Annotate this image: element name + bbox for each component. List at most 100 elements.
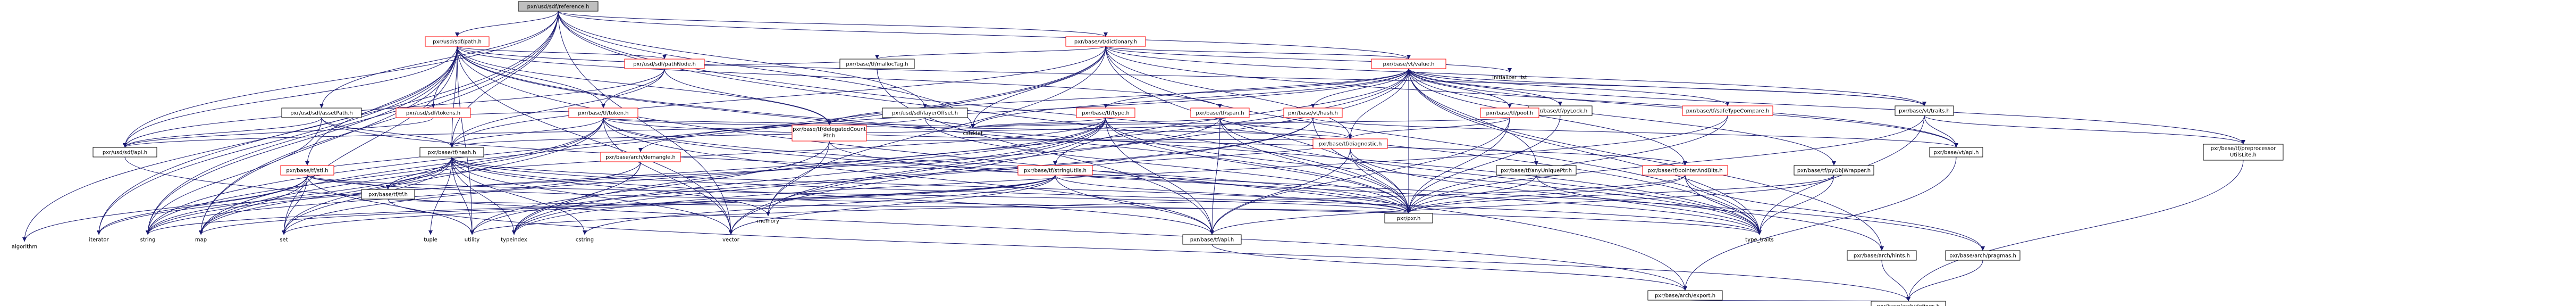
edge-tf_stringUtils_h-to-tf_diagnostic_h (1055, 138, 1352, 176)
edge-tf_stl_h-to-std_utility (307, 175, 474, 235)
edge-tf_pyObjWrapper_h-to-tf_api_h (1210, 175, 1834, 235)
node-tf_safeTypeCompare_h[interactable]: pxr/base/tf/safeTypeCompare.h (1682, 105, 1773, 116)
node-box (1283, 107, 1343, 118)
node-sdf_api_h[interactable]: pxr/usd/sdf/api.h (92, 147, 157, 158)
node-arch_hints_h[interactable]: pxr/base/arch/hints.h (1847, 250, 1917, 261)
edge-vt_value_h-to-std_type_traits (1408, 68, 1762, 235)
edge-vt_value_h-to-std_vector (729, 68, 1409, 235)
edge-vt_traits_h-to-vt_api_h (1924, 115, 1958, 148)
edge-sdf_path_h-to-tf_delegatedCountPtr_h (457, 46, 831, 126)
node-std_algorithm: algorithm (12, 244, 37, 250)
node-tf_api_h[interactable]: pxr/base/tf/api.h (1182, 234, 1242, 245)
edge-sdf_path_h-to-std_algorithm (22, 46, 458, 242)
node-tf_tf_h[interactable]: pxr/base/tf/tf.h (361, 189, 415, 200)
edge-sdf_path_h-to-std_vector (457, 46, 733, 235)
node-tf_diagnostic_h[interactable]: pxr/base/tf/diagnostic.h (1312, 138, 1388, 149)
node-tf_pool_h[interactable]: pxr/base/tf/pool.h (1480, 107, 1539, 118)
node-box (624, 59, 705, 69)
node-tf_anyUniquePtr_h[interactable]: pxr/base/tf/anyUniquePtr.h (1496, 165, 1577, 176)
node-tf_type_h[interactable]: pxr/base/tf/type.h (1076, 107, 1135, 118)
edge-vt_value_h-to-tf_delegatedCountPtr_h (827, 68, 1409, 126)
edge-vt_traits_h-to-tf_preprocessorUtilsLite_h (1924, 115, 2245, 145)
node-label: pxr/usd/sdf/assetPath.h (290, 111, 353, 117)
node-label: pxr/base/tf/pool.h (1486, 111, 1534, 117)
node-arch_defines_h[interactable]: pxr/base/arch/defines.h (1871, 301, 1946, 306)
node-sdf_assetpath_h[interactable]: pxr/usd/sdf/assetPath.h (281, 107, 362, 118)
edge-tf_api_h-to-arch_export_h (1211, 244, 1687, 291)
node-tf_token_h[interactable]: pxr/base/tf/token.h (568, 107, 638, 118)
node-label: pxr/base/tf/preprocessor (2211, 146, 2277, 152)
node-box (600, 152, 681, 162)
edge-vt_value_h-to-tf_safeTypeCompare_h (1408, 68, 1730, 106)
node-vt_hash_h[interactable]: pxr/base/vt/hash.h (1283, 107, 1343, 118)
edge-sdf_pathnode_h-to-tf_delegatedCountPtr_h (664, 68, 831, 126)
edge-tf_hash_h-to-std_type_traits (451, 156, 1762, 235)
node-sdf_path_h[interactable]: pxr/usd/sdf/path.h (425, 36, 490, 47)
node-vt_api_h[interactable]: pxr/base/vt/api.h (1929, 147, 1983, 158)
node-box (1871, 301, 1946, 306)
node-arch_demangle_h[interactable]: pxr/base/arch/demangle.h (600, 152, 681, 162)
node-label: pxr/base/tf/stl.h (286, 168, 328, 174)
node-label: pxr/base/vt/dictionary.h (1074, 39, 1137, 45)
edge-tf_pyObjWrapper_h-to-pxr_h (1407, 175, 1834, 214)
node-box (395, 107, 471, 118)
edge-tf_span_h-to-std_cstddef (971, 117, 1220, 129)
node-tf_hash_h[interactable]: pxr/base/tf/hash.h (419, 147, 484, 158)
node-reference_h[interactable]: pxr/usd/sdf/reference.h (518, 1, 599, 12)
node-pxr_h[interactable]: pxr/pxr.h (1384, 213, 1433, 224)
edge-tf_stringUtils_h-to-std_map (199, 175, 1056, 235)
edge-tf_delegatedCountPtr_h-to-std_utility (470, 140, 830, 235)
edge-vt_dictionary_h-to-vt_traits_h (1105, 46, 1926, 106)
node-label: utility (465, 237, 480, 243)
edge-reference_h-to-tf_hash_h (450, 11, 559, 148)
edge-tf_token_h-to-tf_hash_h (450, 117, 604, 148)
edge-sdf_pathnode_h-to-tf_token_h (601, 68, 665, 109)
edge-tf_pool_h-to-std_cstddef (971, 117, 1510, 129)
edge-tf_stringUtils_h-to-tf_api_h (1055, 175, 1214, 235)
node-label: pxr/base/vt/traits.h (1899, 109, 1950, 114)
node-vt_traits_h[interactable]: pxr/base/vt/traits.h (1895, 105, 1954, 116)
edge-vt_dictionary_h-to-vt_value_h (1105, 46, 1411, 60)
node-tf_stl_h[interactable]: pxr/base/tf/stl.h (280, 165, 334, 176)
edge-reference_h-to-pxr_h (558, 11, 1411, 214)
node-tf_span_h[interactable]: pxr/base/tf/span.h (1190, 107, 1250, 118)
node-label: pxr/base/arch/export.h (1655, 293, 1715, 299)
node-vt_dictionary_h[interactable]: pxr/base/vt/dictionary.h (1065, 36, 1146, 47)
node-label: pxr/base/tf/span.h (1196, 111, 1244, 117)
edge-sdf_path_h-to-pxr_h (457, 46, 1411, 214)
edge-tf_type_h-to-std_iosfwd (971, 117, 1106, 129)
edge-tf_hash_h-to-tf_api_h (451, 156, 1214, 235)
node-std_vector: vector (722, 237, 740, 243)
edge-tf_type_h-to-tf_api_h (1105, 117, 1214, 235)
node-arch_pragmas_h[interactable]: pxr/base/arch/pragmas.h (1945, 250, 2021, 261)
node-label: pxr/base/tf/stringUtils.h (1024, 168, 1087, 174)
edge-sdf_pathnode_h-to-sdf_api_h (123, 68, 665, 148)
node-std_initializer_list: initializer_list (1492, 75, 1527, 81)
node-sdf_tokens_h[interactable]: pxr/usd/sdf/tokens.h (395, 107, 471, 118)
node-tf_mallocTag_h[interactable]: pxr/base/tf/mallocTag.h (839, 59, 915, 69)
edge-reference_h-to-sdf_path_h (455, 11, 559, 37)
node-sdf_pathnode_h[interactable]: pxr/usd/sdf/pathNode.h (624, 59, 705, 69)
edge-tf_safeTypeCompare_h-to-pxr_h (1407, 115, 1728, 214)
edge-tf_stl_h-to-std_set (282, 175, 308, 235)
node-box (1065, 36, 1146, 47)
node-std_map: map (195, 237, 207, 243)
edge-vt_dictionary_h-to-std_initializer_list (1105, 46, 1512, 73)
node-tf_pointerAndBits_h[interactable]: pxr/base/tf/pointerAndBits.h (1642, 165, 1728, 176)
node-arch_export_h[interactable]: pxr/base/arch/export.h (1647, 290, 1723, 301)
edge-sdf_path_h-to-tf_token_h (457, 46, 605, 109)
node-tf_stringUtils_h[interactable]: pxr/base/tf/stringUtils.h (1017, 165, 1093, 176)
node-label: pxr/base/vt/hash.h (1288, 111, 1338, 117)
node-label: type_traits (1745, 237, 1773, 243)
edge-vt_dictionary_h-to-std_memory (766, 46, 1106, 217)
edge-reference_h-to-vt_value_h (558, 11, 1411, 60)
node-std_typeindex: typeindex (501, 237, 527, 243)
node-vt_value_h[interactable]: pxr/base/vt/value.h (1371, 59, 1446, 69)
node-label: pxr/base/vt/api.h (1934, 150, 1979, 156)
node-std_string: string (140, 237, 156, 243)
edge-tf_token_h-to-std_vector (603, 117, 733, 235)
node-tf_pyObjWrapper_h[interactable]: pxr/base/tf/pyObjWrapper.h (1794, 165, 1874, 176)
node-sdf_layeroffset_h[interactable]: pxr/usd/sdf/layerOffset.h (882, 107, 968, 118)
